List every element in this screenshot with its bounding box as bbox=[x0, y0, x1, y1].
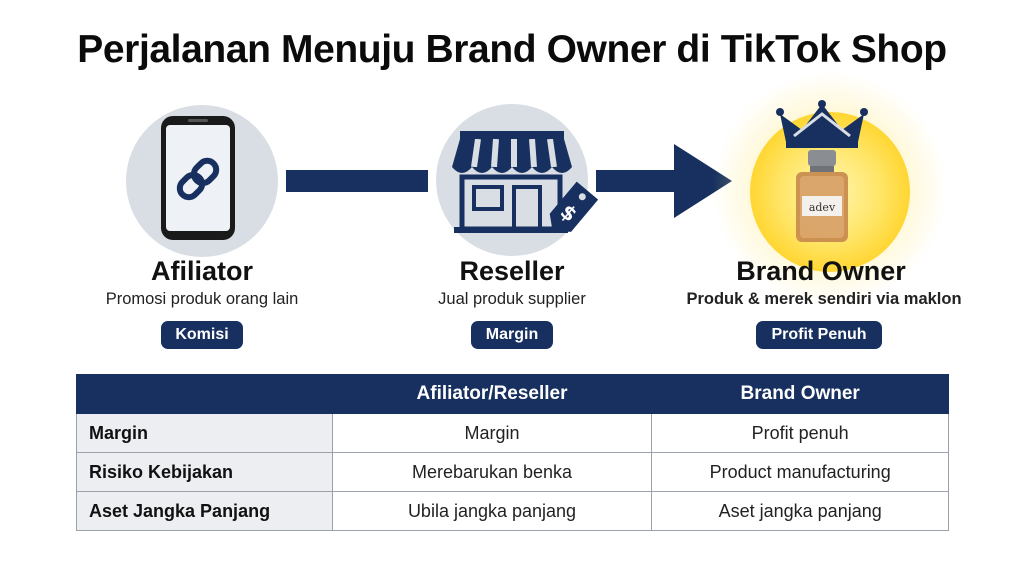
table-row: Risiko Kebijakan Merebarukan benka Produ… bbox=[76, 452, 949, 492]
crowned-bottle-icon: adev bbox=[776, 100, 868, 242]
stage-name-brand-owner: Brand Owner bbox=[736, 256, 906, 286]
flow-connector-line bbox=[286, 170, 428, 192]
phone-link-icon bbox=[161, 116, 235, 240]
table-header-row: Afiliator/Reseller Brand Owner bbox=[76, 374, 949, 414]
store-price-tag-icon: $ bbox=[452, 131, 599, 233]
row-label: Risiko Kebijakan bbox=[76, 452, 333, 492]
table-row: Aset Jangka Panjang Ubila jangka panjang… bbox=[76, 491, 949, 531]
stage-desc-brand-owner: Produk & merek sendiri via maklon bbox=[686, 290, 962, 308]
stage-desc-afiliator: Promosi produk orang lain bbox=[105, 290, 299, 308]
table-cell: Aset jangka panjang bbox=[651, 491, 949, 531]
page-title: Perjalanan Menuju Brand Owner di TikTok … bbox=[77, 28, 947, 71]
table-cell: Merebarukan benka bbox=[331, 452, 653, 492]
table-header-brand-owner: Brand Owner bbox=[651, 374, 949, 414]
badge-komisi: Komisi bbox=[161, 321, 243, 349]
table-cell: Profit penuh bbox=[651, 413, 949, 453]
stage-name-reseller: Reseller bbox=[459, 256, 565, 286]
stage-desc-reseller: Jual produk supplier bbox=[438, 290, 586, 308]
comparison-table: Afiliator/Reseller Brand Owner Margin Ma… bbox=[76, 374, 949, 531]
bottle-label: adev bbox=[809, 201, 836, 214]
table-row: Margin Margin Profit penuh bbox=[76, 413, 949, 453]
table-cell: Margin bbox=[331, 413, 653, 453]
table-header-corner bbox=[76, 374, 333, 414]
badge-profit-penuh: Profit Penuh bbox=[756, 321, 882, 349]
table-header-afiliator-reseller: Afiliator/Reseller bbox=[331, 374, 653, 414]
flow-arrow-icon bbox=[596, 144, 732, 218]
row-label: Aset Jangka Panjang bbox=[76, 491, 333, 531]
table-cell: Product manufacturing bbox=[651, 452, 949, 492]
badge-margin: Margin bbox=[471, 321, 553, 349]
table-cell: Ubila jangka panjang bbox=[331, 491, 653, 531]
stage-name-afiliator: Afiliator bbox=[150, 256, 253, 286]
row-label: Margin bbox=[76, 413, 333, 453]
